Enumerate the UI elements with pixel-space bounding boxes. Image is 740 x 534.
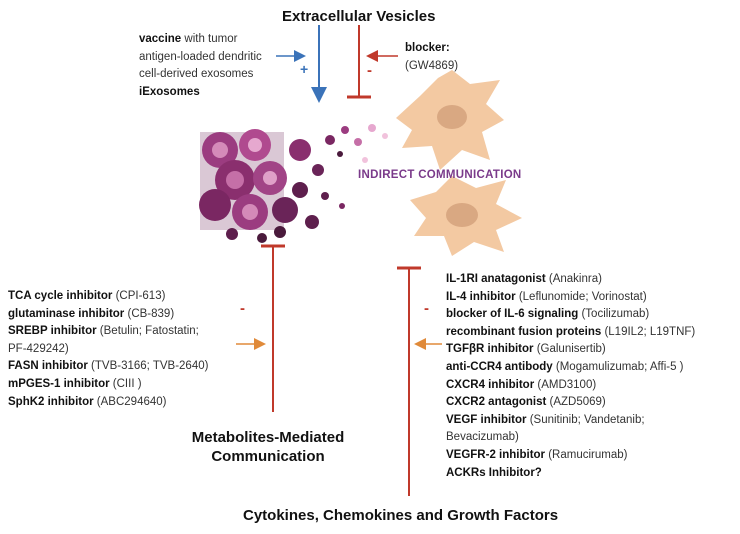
metabolite-inhibitor-item-detail: (CPI-613) [112, 290, 166, 302]
vaccine-line: antigen-loaded dendritic [139, 49, 262, 67]
blocker-line: blocker: [405, 40, 458, 58]
cytokine-inhibitor-item-name: CXCR4 inhibitor [446, 378, 535, 391]
cytokine-inhibitor-item-detail: (Tocilizumab) [578, 308, 650, 321]
metabolites-title: Metabolites-Mediated Communication [168, 428, 368, 466]
vaccine-line-name: iExosomes [139, 85, 200, 98]
vaccine-line-detail: cell-derived exosomes [139, 68, 254, 81]
metabolite-inhibitor-item: SphK2 inhibitor (ABC294640) [8, 394, 270, 412]
metabolite-inhibitor-item-detail: (CIII ) [109, 377, 142, 390]
blocker-line: (GW4869) [405, 58, 458, 76]
cytokine-inhibitor-item-detail: (L19IL2; L19TNF) [601, 325, 696, 338]
metabolite-inhibitor-item-detail: (Betulin; Fatostatin; [96, 325, 199, 338]
metabolite-inhibitor-item-detail: (TVB-3166; TVB-2640) [87, 360, 209, 373]
activation-plus-sign: + [300, 61, 309, 77]
blocker-line-name: blocker: [405, 42, 450, 54]
cytokine-inhibitor-item-name: VEGF inhibitor [446, 413, 527, 426]
cytokine-inhibitor-item-detail: (Sunitinib; Vandetanib; [526, 413, 645, 426]
cytokine-inhibitor-item-detail: (Mogamulizumab; Affi-5 ) [552, 360, 684, 373]
metabolite-inhibitor-item: FASN inhibitor (TVB-3166; TVB-2640) [8, 358, 270, 376]
vaccine-line-name: vaccine [139, 33, 182, 45]
metabolite-inhibitor-item-name: SREBP inhibitor [8, 325, 97, 338]
vaccine-line: cell-derived exosomes [139, 66, 262, 84]
metabolite-inhibitors-list: TCA cycle inhibitor (CPI-613)glutaminase… [8, 288, 270, 411]
cytokine-inhibitor-item-name: ACKRs Inhibitor? [446, 466, 542, 479]
cytokine-inhibitor-item: CXCR4 inhibitor (AMD3100) [446, 377, 736, 395]
vaccine-line-detail: with tumor [181, 33, 238, 45]
cytokine-inhibitor-item: TGFβR inhibitor (Galunisertib) [446, 341, 736, 359]
cytokine-inhibitor-item: Bevacizumab) [446, 429, 736, 447]
vesicle-minus-sign: - [367, 62, 372, 79]
metabolite-inhibitor-item-detail: (CB-839) [124, 307, 175, 320]
cytokine-inhibitor-item-name: IL-4 inhibitor [446, 290, 516, 303]
stromal-cell-top-nucleus [437, 105, 467, 129]
cytokine-inhibitor-item: IL-4 inhibitor (Leflunomide; Vorinostat) [446, 289, 736, 307]
indirect-communication-illustration [199, 70, 522, 256]
metabolite-inhibitor-item-detail: PF-429242) [8, 342, 69, 355]
cytokine-inhibitor-item-detail: (Ramucirumab) [545, 448, 628, 461]
metabolite-inhibitor-item: SREBP inhibitor (Betulin; Fatostatin; [8, 323, 270, 341]
cytokine-inhibitor-item-name: VEGFR-2 inhibitor [446, 448, 546, 461]
cytokine-inhibitor-item-detail: (AMD3100) [534, 378, 597, 391]
cytokine-inhibitor-item: recombinant fusion proteins (L19IL2; L19… [446, 324, 736, 342]
cytokine-inhibitor-item: anti-CCR4 antibody (Mogamulizumab; Affi-… [446, 359, 736, 377]
cytokines-inhibition-bar [397, 266, 421, 496]
metabolites-title-line2: Communication [211, 448, 325, 465]
blocker-line-detail: (GW4869) [405, 59, 459, 72]
metabolite-inhibitor-item: mPGES-1 inhibitor (CIII ) [8, 376, 270, 394]
cytokine-inhibitor-item: blocker of IL-6 signaling (Tocilizumab) [446, 306, 736, 324]
cytokine-inhibitor-item-detail: (Anakinra) [545, 273, 602, 285]
cytokine-inhibitor-item-name: CXCR2 antagonist [446, 396, 547, 409]
metabolite-inhibitor-item-name: mPGES-1 inhibitor [8, 377, 110, 390]
metabolite-inhibitor-item-name: glutaminase inhibitor [8, 307, 125, 320]
blocker-text-block: blocker: (GW4869) [405, 40, 458, 75]
metabolite-inhibitor-item-detail: (ABC294640) [93, 395, 167, 408]
metabolites-inhibition-bar [261, 244, 285, 412]
vaccine-line-detail: antigen-loaded dendritic [139, 50, 262, 63]
indirect-communication-label: INDIRECT COMMUNICATION [358, 169, 522, 181]
metabolites-minus-sign: - [240, 300, 245, 317]
cytokine-inhibitor-item: ACKRs Inhibitor? [446, 465, 736, 483]
cytokine-inhibitors-list: IL-1RI anatagonist (Anakinra)IL-4 inhibi… [446, 271, 736, 482]
cytokine-inhibitor-item-detail: (Leflunomide; Vorinostat) [515, 290, 647, 303]
cytokine-inhibitor-item: VEGFR-2 inhibitor (Ramucirumab) [446, 447, 736, 465]
metabolite-inhibitor-item: glutaminase inhibitor (CB-839) [8, 306, 270, 324]
cytokine-inhibitor-item-name: recombinant fusion proteins [446, 325, 602, 338]
vesicles [321, 124, 388, 209]
metabolite-inhibitor-item-name: SphK2 inhibitor [8, 395, 94, 408]
cytokine-inhibitor-item: VEGF inhibitor (Sunitinib; Vandetanib; [446, 412, 736, 430]
vesicle-inhibition-bar [347, 25, 371, 99]
metabolite-inhibitor-item-name: TCA cycle inhibitor [8, 290, 113, 302]
cytokines-minus-sign: - [424, 300, 429, 317]
metabolite-inhibitor-item: TCA cycle inhibitor (CPI-613) [8, 288, 270, 306]
cytokine-inhibitor-item: CXCR2 antagonist (AZD5069) [446, 394, 736, 412]
cytokine-inhibitor-item-detail: Bevacizumab) [446, 431, 519, 444]
cytokine-inhibitor-item-name: blocker of IL-6 signaling [446, 308, 579, 321]
cytokine-inhibitor-item-name: anti-CCR4 antibody [446, 360, 553, 373]
cytokine-inhibitor-item-detail: (Galunisertib) [533, 343, 606, 356]
vaccine-line: vaccine with tumor [139, 31, 262, 49]
stromal-cell-bottom-nucleus [446, 203, 478, 227]
vaccine-line: iExosomes [139, 84, 262, 102]
tumor-cluster [199, 129, 324, 243]
metabolite-inhibitor-item: PF-429242) [8, 341, 270, 359]
metabolites-title-line1: Metabolites-Mediated [191, 429, 345, 446]
metabolite-inhibitor-item-name: FASN inhibitor [8, 360, 88, 373]
cytokine-inhibitor-item-name: IL-1RI anatagonist [446, 273, 546, 285]
cytokine-inhibitor-item-name: TGFβR inhibitor [446, 343, 534, 356]
cytokines-title: Cytokines, Chemokines and Growth Factors [243, 507, 559, 524]
cytokine-inhibitor-item: IL-1RI anatagonist (Anakinra) [446, 271, 736, 289]
extracellular-vesicles-title: Extracellular Vesicles [282, 8, 436, 25]
cytokine-inhibitor-item-detail: (AZD5069) [546, 396, 606, 409]
